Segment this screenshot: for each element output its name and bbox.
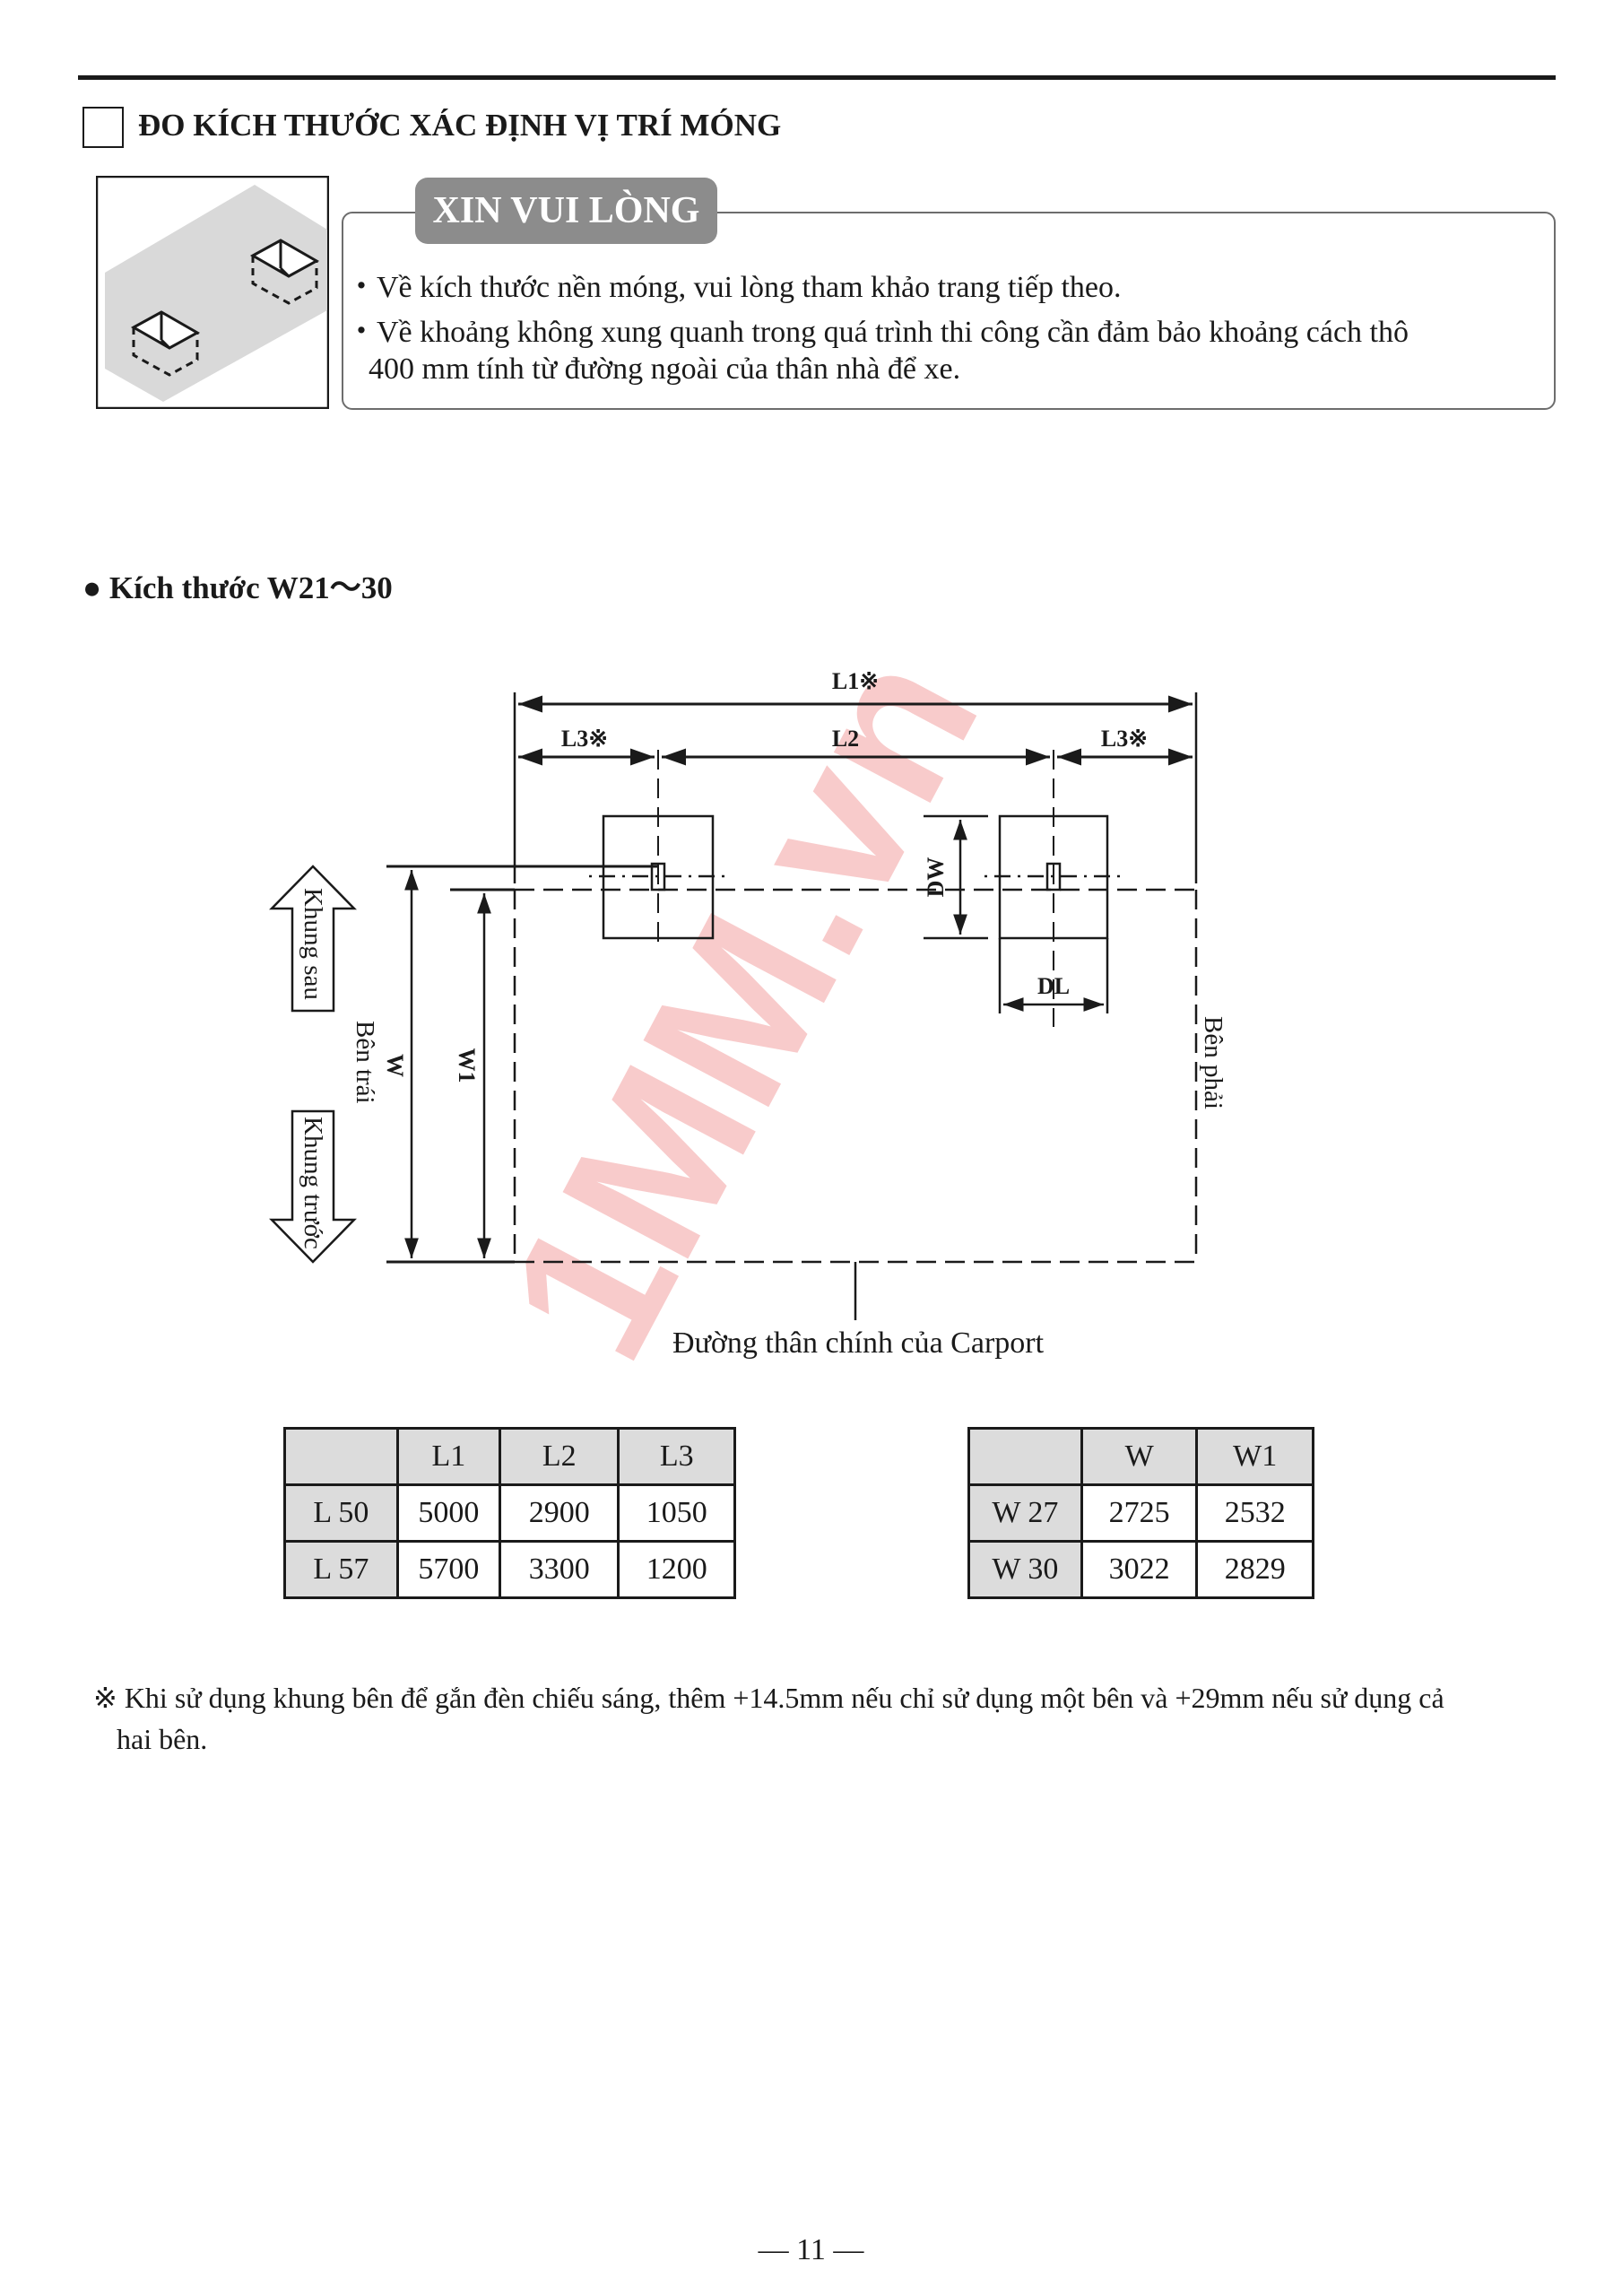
table-row: L 50 5000 2900 1050 [283,1483,736,1543]
table-cell: 2725 [1080,1483,1199,1543]
page-number: — 11 — [758,2233,864,2266]
table-cell: 2829 [1195,1540,1314,1599]
foundation-illustration [96,176,329,409]
table-header: L1 [395,1427,502,1486]
table-header-row: L1 L2 L3 [283,1427,736,1486]
label-L1: L1※ [832,668,879,694]
pit-icon-left [130,310,201,377]
table-cell [283,1427,399,1486]
label-DL: DL [1037,973,1070,999]
table-cell: 2900 [499,1483,620,1543]
checkbox-icon [82,107,124,148]
top-rule [78,75,1556,80]
table-row: L 57 5700 3300 1200 [283,1540,736,1599]
table-row: W 30 3022 2829 [967,1540,1314,1599]
table-header: L3 [617,1427,736,1486]
table-cell: 5700 [395,1540,502,1599]
row-label: L 50 [283,1483,399,1543]
note-tab: XIN VUI LÒNG [415,178,717,244]
table-header-row: W W1 [967,1427,1314,1486]
row-label: W 27 [967,1483,1083,1543]
label-front-frame: Khung trước [299,1117,327,1249]
label-DW: DW [923,857,949,898]
label-rear-frame: Khung sau [299,888,327,1000]
label-W1: W1 [454,1048,480,1083]
footnote-line-2: hai bên. [117,1723,208,1755]
watermark: 1MM.vn [463,617,1021,1393]
note-box [342,212,1556,410]
arrow-up-icon [269,865,357,1013]
label-L3-right: L3※ [1101,726,1148,752]
table-cell: 5000 [395,1483,502,1543]
table-cell [967,1427,1083,1486]
table-cell: 1050 [617,1483,736,1543]
label-L3-left: L3※ [561,726,608,752]
table-cell: 3300 [499,1540,620,1599]
width-table: W W1 W 27 2725 2532 W 30 3022 2829 [967,1427,1314,1599]
row-label: W 30 [967,1540,1083,1599]
label-W: W [382,1054,408,1077]
table-header: W1 [1195,1427,1314,1486]
row-label: L 57 [283,1540,399,1599]
label-main-line: Đường thân chính của Carport [672,1326,1045,1360]
note-line-2: ・Về khoảng không xung quanh trong quá tr… [346,316,1409,349]
note-line-3: 400 mm tính từ đường ngoài của thân nhà … [369,352,961,386]
table-header: W [1080,1427,1199,1486]
note-line-1: ・Về kích thước nền móng, vui lòng tham k… [346,271,1122,304]
label-left-side: Bên trái [351,1021,379,1104]
table-cell: 3022 [1080,1540,1199,1599]
page-title: ĐO KÍCH THƯỚC XÁC ĐỊNH VỊ TRÍ MÓNG [138,108,782,143]
label-right-side: Bên phải [1199,1016,1227,1109]
pit-icon-right [249,239,320,305]
table-header: L2 [499,1427,620,1486]
section-title: ● Kích thước W21～30 [82,570,393,605]
table-row: W 27 2725 2532 [967,1483,1314,1543]
length-table: L1 L2 L3 L 50 5000 2900 1050 L 57 5700 3… [283,1427,736,1599]
arrow-down-icon [269,1109,357,1264]
table-cell: 1200 [617,1540,736,1599]
table-cell: 2532 [1195,1483,1314,1543]
label-L2: L2 [832,726,859,752]
footnote-line-1: ※ Khi sử dụng khung bên để gắn đèn chiếu… [93,1682,1444,1714]
